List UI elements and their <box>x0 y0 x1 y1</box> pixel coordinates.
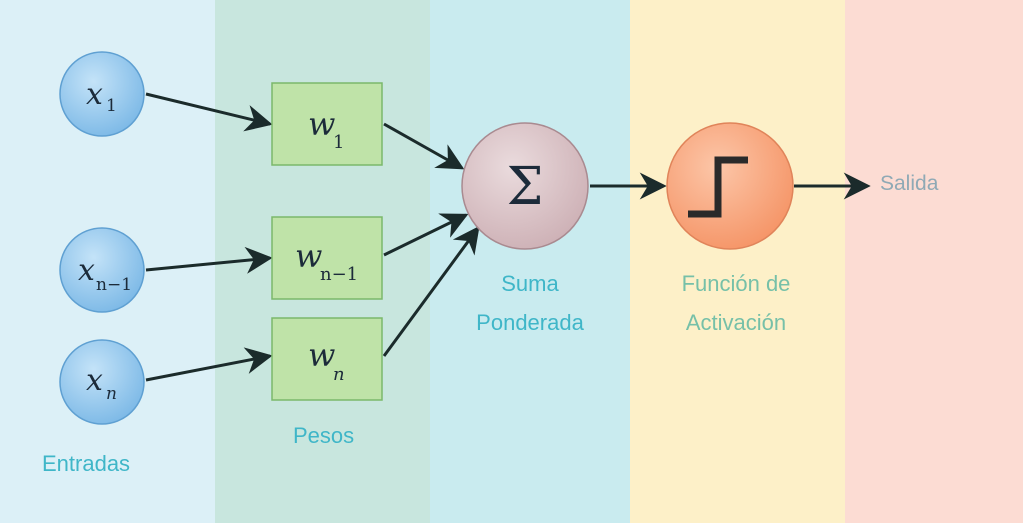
input-node-1: x 1 <box>59 51 145 137</box>
output-band <box>845 0 1023 523</box>
input-1-symbol: x <box>86 77 103 112</box>
output-label: Salida <box>880 172 939 195</box>
sigma-symbol: Σ <box>507 157 544 217</box>
weights-label: Pesos <box>293 423 354 448</box>
sum-band <box>430 0 630 523</box>
arrow-wn1-to-sum <box>383 213 469 257</box>
input-1-subscript: 1 <box>106 96 117 116</box>
input-node-n: x n <box>59 339 145 425</box>
sum-label-line1: Suma <box>501 271 559 296</box>
activation-label-line1: Función de <box>682 271 791 296</box>
arrow-wn-to-sum <box>382 225 480 357</box>
input-n-minus-1-symbol: x <box>78 253 95 288</box>
input-node-n-minus-1: x n−1 <box>59 227 145 313</box>
activation-band <box>630 0 845 523</box>
arrow-x1-to-w1 <box>145 92 273 132</box>
weight-n-symbol: w <box>308 336 335 374</box>
activation-node <box>666 122 794 250</box>
weight-box-1: w 1 <box>271 82 383 166</box>
sum-label-line2: Ponderada <box>476 310 584 335</box>
sum-node: Σ <box>461 122 589 250</box>
inputs-label: Entradas <box>42 451 130 476</box>
weight-1-subscript: 1 <box>333 132 344 153</box>
weight-box-n-minus-1: w n−1 <box>271 216 383 300</box>
weight-n-minus-1-symbol: w <box>295 237 322 275</box>
arrow-w1-to-sum <box>383 122 465 170</box>
input-n-subscript: n <box>106 384 117 404</box>
arrow-xn-to-wn <box>145 347 273 382</box>
arrow-xn1-to-wn1 <box>145 246 273 274</box>
weight-n-minus-1-subscript: n−1 <box>320 264 358 285</box>
step-function-icon <box>688 156 748 218</box>
input-n-symbol: x <box>86 363 103 398</box>
weight-box-n: w n <box>271 317 383 401</box>
weight-n-subscript: n <box>333 364 345 385</box>
weight-1-symbol: w <box>308 105 335 143</box>
activation-label-line2: Activación <box>686 310 786 335</box>
input-n-minus-1-subscript: n−1 <box>96 275 132 295</box>
connections <box>145 92 871 382</box>
